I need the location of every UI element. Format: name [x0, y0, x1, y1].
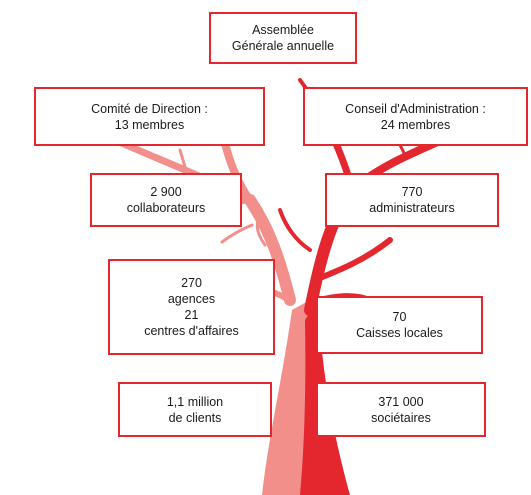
comite-direction-box: Comité de Direction : 13 membres: [34, 87, 265, 146]
administrateurs-label: administrateurs: [369, 201, 455, 215]
agences-box: 270 agences 21 centres d'affaires: [108, 259, 275, 355]
collaborateurs-box: 2 900 collaborateurs: [90, 173, 242, 227]
administrateurs-count: 770: [401, 185, 423, 199]
assemblee-box: Assemblée Générale annuelle: [209, 12, 357, 64]
clients-count: 1,1 million: [166, 394, 224, 409]
centres-affaires-label: centres d'affaires: [144, 324, 239, 338]
clients-label: de clients: [168, 410, 222, 425]
agences-label: agences: [167, 292, 216, 306]
societaires-count: 371 000: [378, 394, 424, 409]
agences-count: 270: [181, 276, 202, 290]
assemblee-line1: Assemblée: [252, 23, 314, 37]
clients-box: 1,1 million de clients: [118, 382, 272, 437]
caisses-count: 70: [392, 310, 407, 324]
societaires-label: sociétaires: [371, 410, 431, 425]
comite-line1: Comité de Direction :: [91, 101, 208, 116]
caisses-label: Caisses locales: [356, 326, 443, 340]
administrateurs-box: 770 administrateurs: [325, 173, 499, 227]
collaborateurs-count: 2 900: [150, 185, 182, 199]
comite-line2: 13 membres: [114, 117, 185, 132]
conseil-line2: 24 membres: [380, 117, 451, 132]
conseil-administration-box: Conseil d'Administration : 24 membres: [303, 87, 528, 146]
centres-affaires-count: 21: [184, 308, 199, 322]
societaires-box: 371 000 sociétaires: [316, 382, 486, 437]
collaborateurs-label: collaborateurs: [126, 201, 206, 215]
caisses-locales-box: 70 Caisses locales: [316, 296, 483, 354]
assemblee-line2: Générale annuelle: [231, 39, 335, 53]
conseil-line1: Conseil d'Administration :: [345, 101, 486, 116]
